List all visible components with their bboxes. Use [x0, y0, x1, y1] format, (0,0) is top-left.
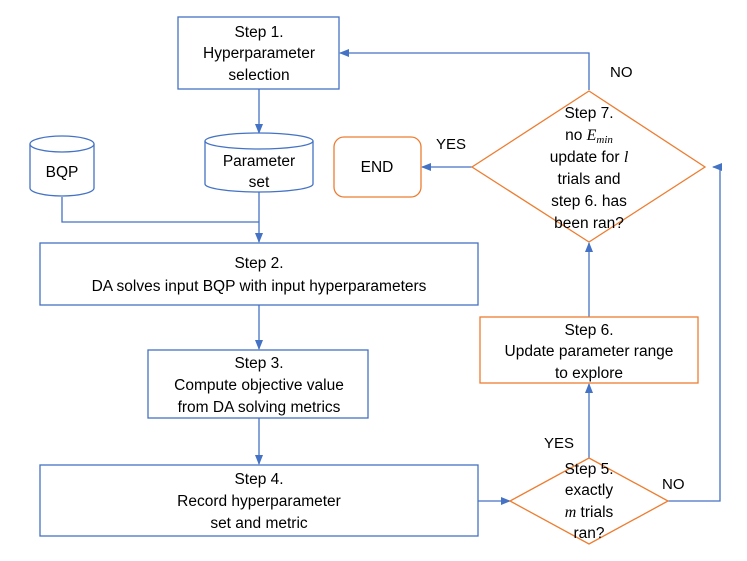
edge-step5-to-step7 [668, 163, 722, 502]
step7-no-label: NO [610, 64, 633, 81]
paramset-line2: set [249, 174, 270, 191]
step6-line2: Update parameter range [505, 343, 674, 360]
step5-no-label: NO [662, 476, 685, 493]
step4-box: Step 4. Record hyperparameter set and me… [39, 464, 479, 537]
step7-line4: trials and [558, 171, 621, 188]
step1-line3: selection [228, 67, 289, 84]
step5-yes-label: YES [544, 435, 574, 452]
step2-line2: DA solves input BQP with input hyperpara… [92, 278, 427, 295]
step7-line6: been ran? [554, 215, 624, 232]
step3-box: Step 3. Compute objective value from DA … [147, 349, 369, 419]
step6-line1: Step 6. [564, 322, 613, 339]
parameter-set-database: Parameter set [204, 132, 314, 193]
step7-decision: Step 7. no Emin update for l trials and … [470, 90, 707, 243]
step6-box: Step 6. Update parameter range to explor… [479, 316, 699, 384]
step4-line3: set and metric [210, 515, 308, 532]
bqp-label: BQP [46, 164, 79, 181]
step3-line1: Step 3. [234, 355, 283, 372]
step5-decision: Step 5. exactly m trials ran? [508, 457, 670, 545]
paramset-line1: Parameter [223, 153, 295, 170]
step2-line1: Step 2. [234, 255, 283, 272]
edge-step7-to-step1 [339, 49, 590, 90]
step7-yes-label: YES [436, 136, 466, 153]
step7-line1: Step 7. [564, 105, 613, 122]
step5-line4: ran? [573, 525, 604, 542]
step3-line3: from DA solving metrics [178, 399, 341, 416]
step7-line3: update for l [550, 149, 629, 166]
step1-box: Step 1. Hyperparameter selection [177, 16, 340, 90]
end-label: END [361, 159, 394, 176]
end-terminal: END [333, 136, 422, 198]
step7-line5: step 6. has [551, 193, 627, 210]
step6-line3: to explore [555, 365, 623, 382]
step3-line2: Compute objective value [174, 377, 344, 394]
step2-box: Step 2. DA solves input BQP with input h… [39, 242, 479, 306]
step7-line2: no Emin [565, 127, 613, 146]
step5-line3: m trials [565, 504, 614, 521]
step1-line1: Step 1. [234, 24, 283, 41]
bqp-database: BQP [29, 135, 95, 197]
step4-line1: Step 4. [234, 471, 283, 488]
edge-bqp-to-step2 [61, 197, 259, 223]
step4-line2: Record hyperparameter [177, 493, 341, 510]
step1-line2: Hyperparameter [203, 45, 315, 62]
step5-line1: Step 5. [564, 461, 613, 478]
step5-line2: exactly [565, 482, 613, 499]
